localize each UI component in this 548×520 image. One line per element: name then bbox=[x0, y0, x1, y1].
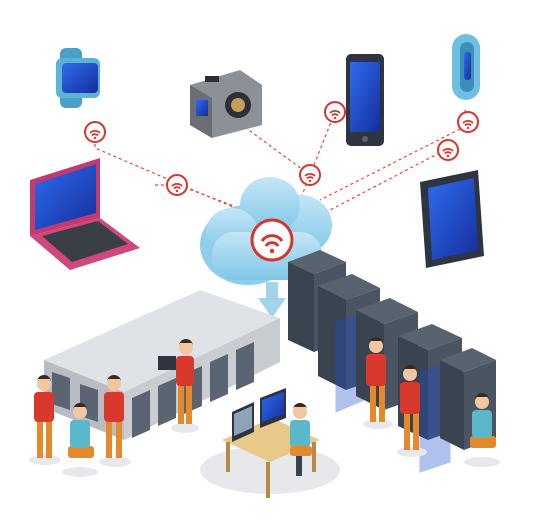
wifi-icon bbox=[84, 121, 106, 143]
technician-figures bbox=[29, 337, 500, 483]
tablet-icon bbox=[420, 170, 484, 268]
technician bbox=[464, 393, 500, 467]
wifi-icon bbox=[324, 101, 346, 123]
smartwatch-icon bbox=[56, 48, 100, 108]
technician bbox=[99, 375, 131, 467]
wifi-icon bbox=[299, 164, 321, 186]
technician bbox=[363, 337, 393, 429]
arrow-down-icon bbox=[258, 282, 286, 318]
server-row-left bbox=[44, 290, 280, 440]
fitness-band-icon bbox=[452, 34, 480, 100]
server-racks-right bbox=[288, 250, 496, 473]
technician bbox=[158, 339, 199, 433]
wifi-icon bbox=[166, 174, 188, 196]
technician bbox=[397, 365, 427, 457]
cloud-wifi-icon bbox=[200, 177, 332, 285]
wifi-icon bbox=[457, 111, 479, 133]
laptop-icon bbox=[30, 158, 140, 270]
technician bbox=[284, 403, 316, 483]
network-links bbox=[94, 109, 469, 213]
smartphone-icon bbox=[346, 54, 384, 146]
action-camera-icon bbox=[190, 70, 262, 138]
workstation-desk bbox=[200, 388, 340, 498]
wifi-icon bbox=[437, 139, 459, 161]
technician bbox=[62, 403, 98, 477]
technician bbox=[29, 375, 61, 465]
